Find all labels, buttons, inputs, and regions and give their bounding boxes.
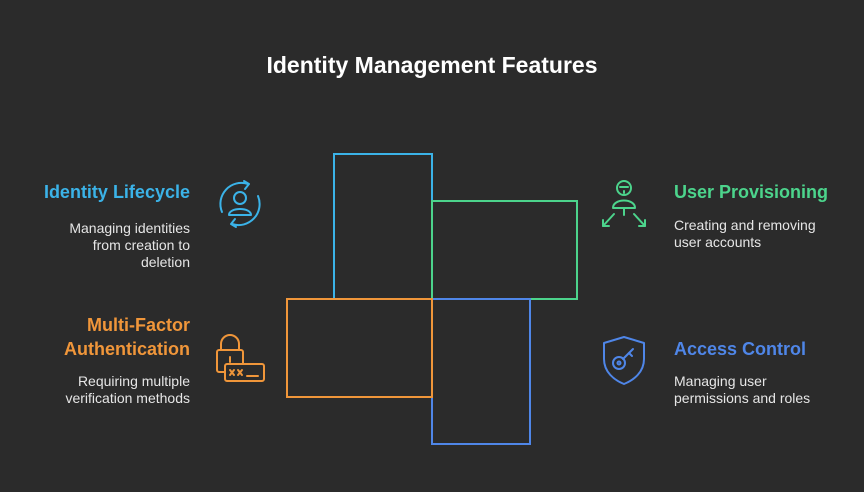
lifecycle-block bbox=[333, 153, 433, 300]
lifecycle-heading: Identity Lifecycle bbox=[43, 182, 190, 202]
shield-key-icon bbox=[603, 336, 645, 385]
user-distribute-icon bbox=[602, 180, 646, 227]
access-description: Managing user permissions and roles bbox=[674, 373, 811, 406]
lifecycle-description: Managing identities from creation to del… bbox=[69, 220, 190, 270]
provisioning-heading: User Provisioning bbox=[674, 182, 829, 202]
user-cycle-icon bbox=[219, 180, 261, 228]
provisioning-block bbox=[431, 200, 578, 300]
page-title: Identity Management Features bbox=[266, 52, 598, 78]
access-block bbox=[431, 298, 531, 445]
provisioning-description: Creating and removing user accounts bbox=[674, 217, 816, 250]
lock-password-icon bbox=[216, 334, 265, 382]
mfa-block bbox=[286, 298, 433, 398]
mfa-heading: Multi-Factor Authentication bbox=[64, 315, 190, 359]
access-heading: Access Control bbox=[674, 339, 807, 359]
mfa-description: Requiring multiple verification methods bbox=[65, 373, 190, 406]
